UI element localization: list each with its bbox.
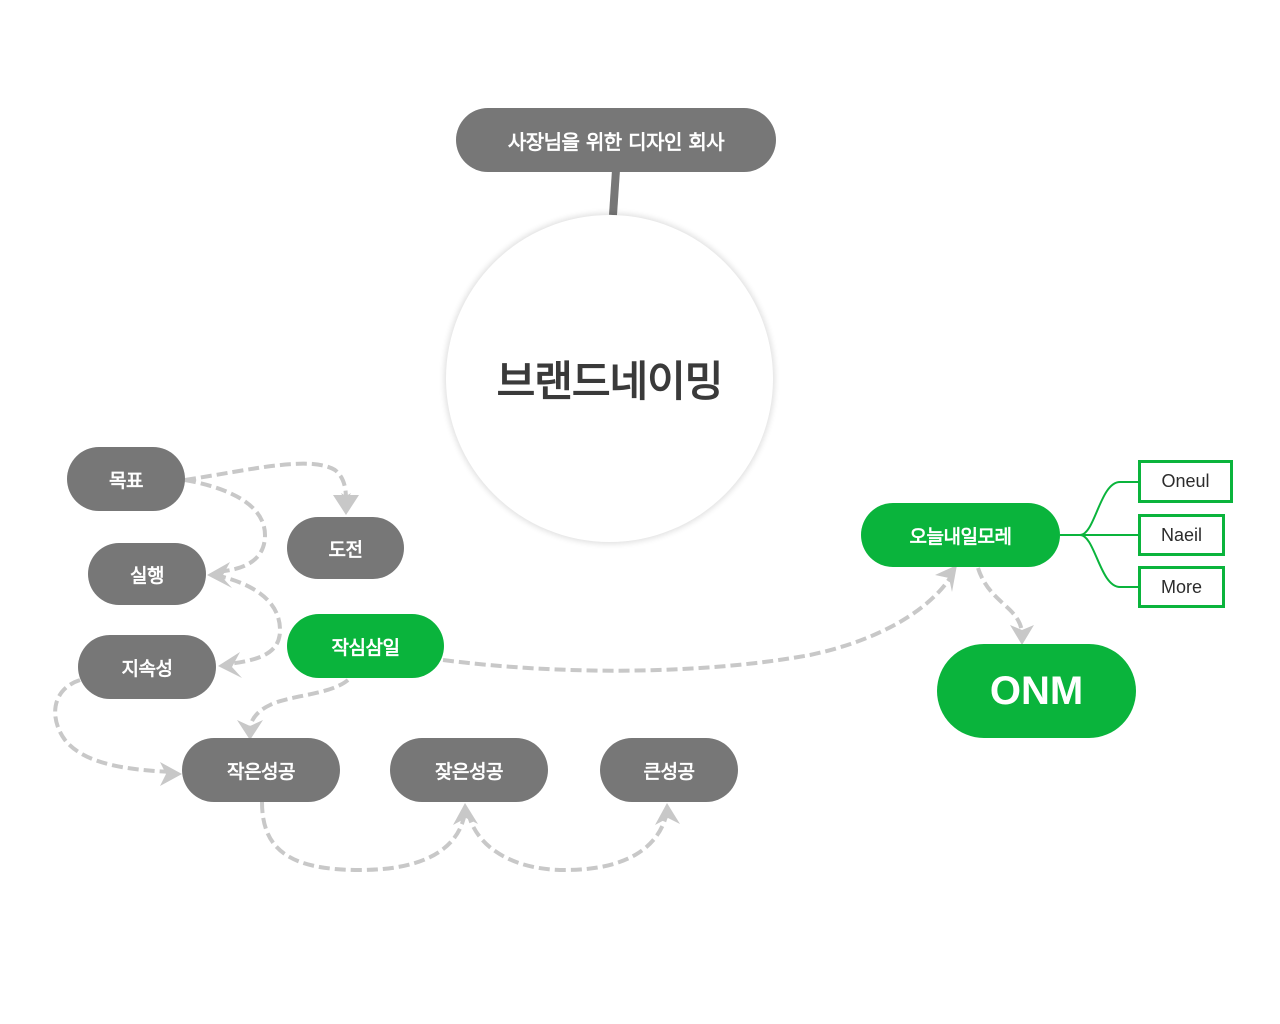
edge-small-to-frequent-success <box>260 801 467 873</box>
small-success-node[interactable]: 작은성공 <box>182 738 340 802</box>
center-topic-node[interactable]: 브랜드네이밍 <box>446 215 773 542</box>
arrowhead-small-success-top <box>237 720 263 740</box>
arrowhead-small-success-left <box>160 762 182 786</box>
arrowhead-action <box>207 562 232 588</box>
name-idea-node[interactable]: 오늘내일모레 <box>861 503 1060 567</box>
goal-node[interactable]: 목표 <box>67 447 185 511</box>
action-node[interactable]: 실행 <box>88 543 206 605</box>
arrowhead-persistence <box>218 652 242 678</box>
arrowhead-frequent-success <box>453 803 478 825</box>
challenge-node[interactable]: 도전 <box>287 517 404 579</box>
edge-action-to-persistence <box>214 573 283 666</box>
edge-resolution-to-small-success <box>248 678 350 731</box>
resolution-node[interactable]: 작심삼일 <box>287 614 444 678</box>
brand-node[interactable]: ONM <box>937 644 1136 738</box>
arrowhead-big-success <box>655 803 680 825</box>
persistence-node[interactable]: 지속성 <box>78 635 216 699</box>
edge-resolution-to-name-idea <box>442 573 954 673</box>
branch-to-oneul <box>1060 481 1140 536</box>
arrowhead-name-idea <box>935 565 957 592</box>
edge-goal-to-action <box>184 478 268 574</box>
edge-name-idea-to-brand <box>976 567 1024 636</box>
edge-goal-to-challenge <box>184 461 351 503</box>
frequent-success-node[interactable]: 잦은성공 <box>390 738 548 802</box>
naeil-node[interactable]: Naeil <box>1138 514 1225 556</box>
arrowhead-challenge <box>333 495 359 515</box>
edge-frequent-to-big-success <box>466 811 669 873</box>
branch-to-more <box>1060 534 1140 588</box>
oneul-node[interactable]: Oneul <box>1138 460 1233 503</box>
edge-persistence-to-small-success <box>53 678 173 774</box>
more-node[interactable]: More <box>1138 566 1225 608</box>
tagline-node[interactable]: 사장님을 위한 디자인 회사 <box>456 108 776 172</box>
arrowhead-brand <box>1010 625 1034 645</box>
edge-tagline-to-center <box>609 169 620 216</box>
big-success-node[interactable]: 큰성공 <box>600 738 738 802</box>
